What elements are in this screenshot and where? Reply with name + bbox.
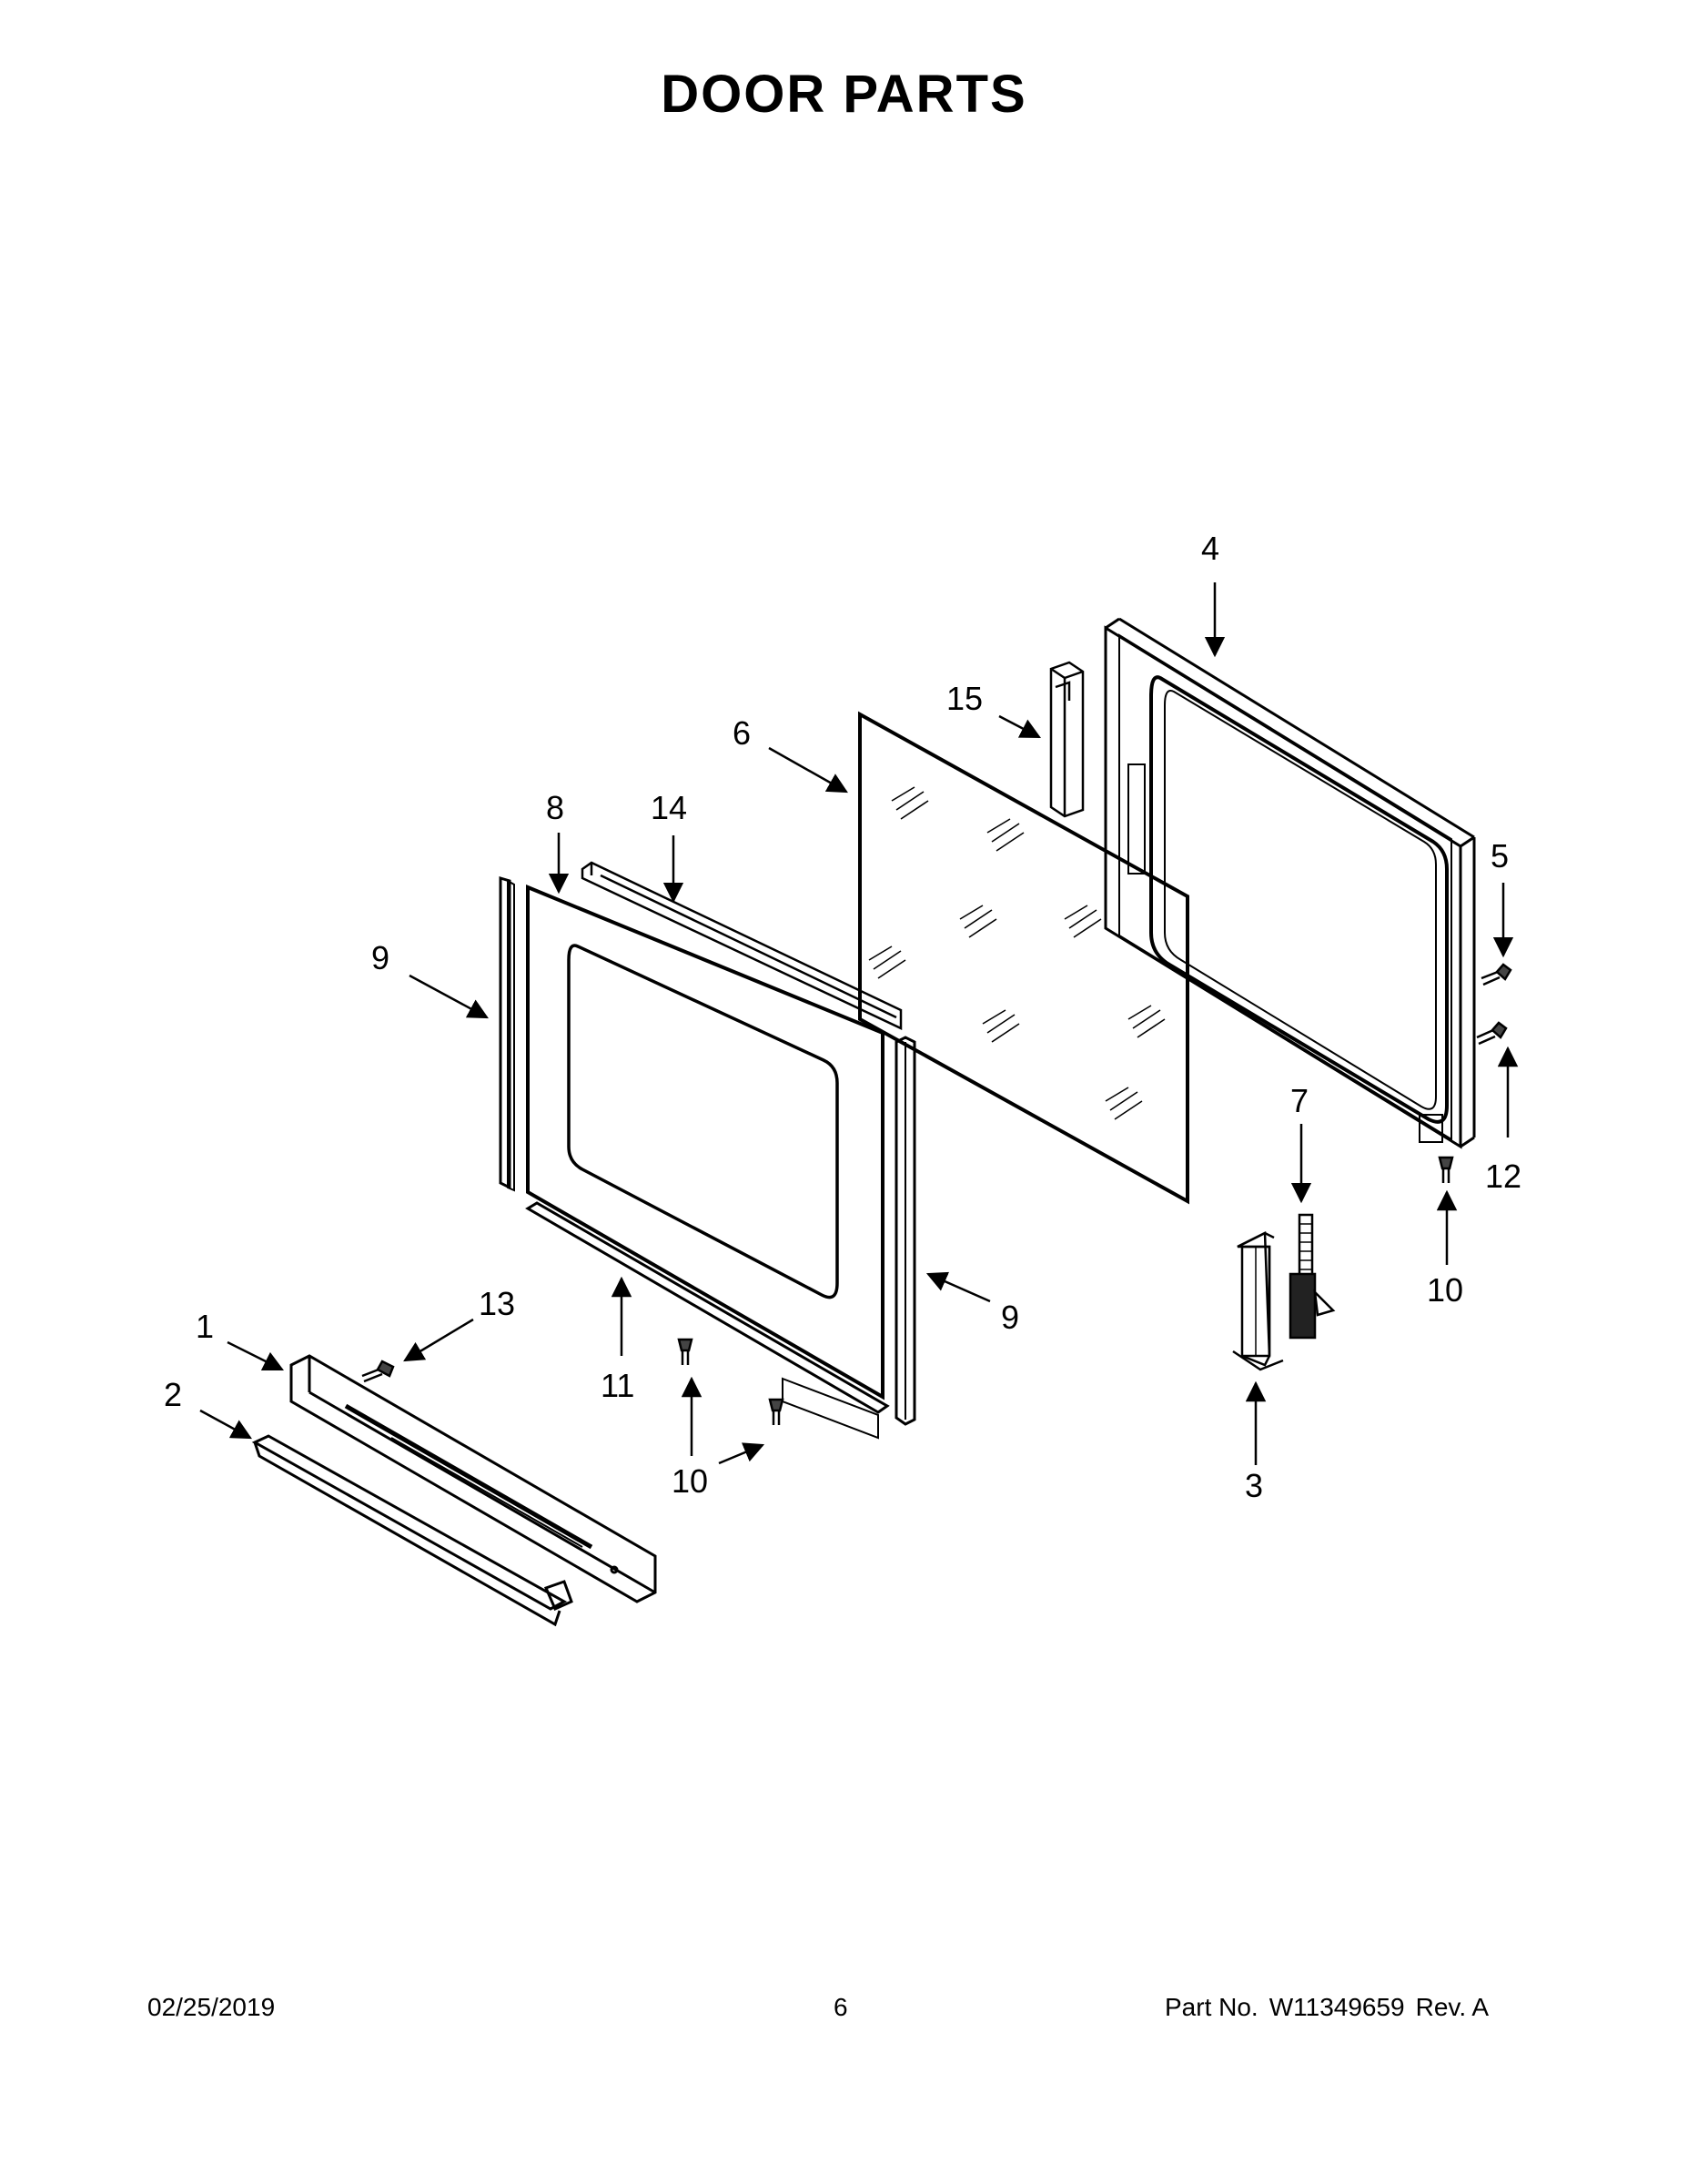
handle-part-2 [251,1434,573,1627]
bottom-seal-part-11 [525,1201,890,1440]
callout-15: 15 [946,680,983,717]
callout-14: 14 [651,789,687,826]
callout-11: 11 [601,1367,634,1404]
footer-part-info: Part No. W11349659 Rev. A [1165,1993,1500,2022]
footer-part-label: Part No. [1165,1993,1258,2021]
callout-5: 5 [1491,837,1509,875]
callout-1: 1 [196,1308,214,1345]
door-vent-trim-part-14 [581,861,903,1030]
screw-part-13 [361,1360,395,1383]
hinge-part-7 [1289,1213,1336,1340]
page-title: DOOR PARTS [661,65,1027,124]
inner-glass-part-6 [858,711,1189,1205]
insulation-channel-part-15 [1049,661,1085,818]
side-seal-right-part-9 [895,1036,916,1426]
callout-2: 2 [164,1376,182,1413]
callout-9-right: 9 [1001,1299,1019,1336]
handle-trim-part-1 [289,1354,657,1603]
callout-10-bottom: 10 [672,1462,708,1500]
outer-door-panel-part-8 [526,885,884,1400]
callout-9-left: 9 [371,939,389,976]
door-frame-part-4 [1104,617,1476,1149]
footer-date: 02/25/2019 [147,1993,276,2021]
callout-10-right: 10 [1427,1271,1463,1309]
footer-revision: Rev. A [1415,1993,1490,2021]
screw-part-12 [1476,1021,1508,1046]
screw-part-10-bottom-1 [677,1338,693,1365]
side-seal-left-part-9 [499,875,515,1192]
footer-page-number: 6 [834,1993,848,2021]
callout-13: 13 [479,1285,515,1322]
callout-6: 6 [733,714,751,752]
callout-7: 7 [1290,1082,1309,1119]
callout-4: 4 [1201,530,1219,567]
callout-8: 8 [546,789,564,826]
footer-part-number: W11349659 [1269,1993,1405,2021]
callout-12: 12 [1485,1158,1521,1195]
screw-part-10-bottom-2 [768,1398,784,1425]
screw-part-10-right [1438,1156,1454,1183]
leader-arrows [199,582,1519,1465]
callout-3: 3 [1245,1467,1263,1504]
hinge-bracket-part-3 [1232,1231,1284,1371]
screw-part-5 [1481,963,1512,986]
